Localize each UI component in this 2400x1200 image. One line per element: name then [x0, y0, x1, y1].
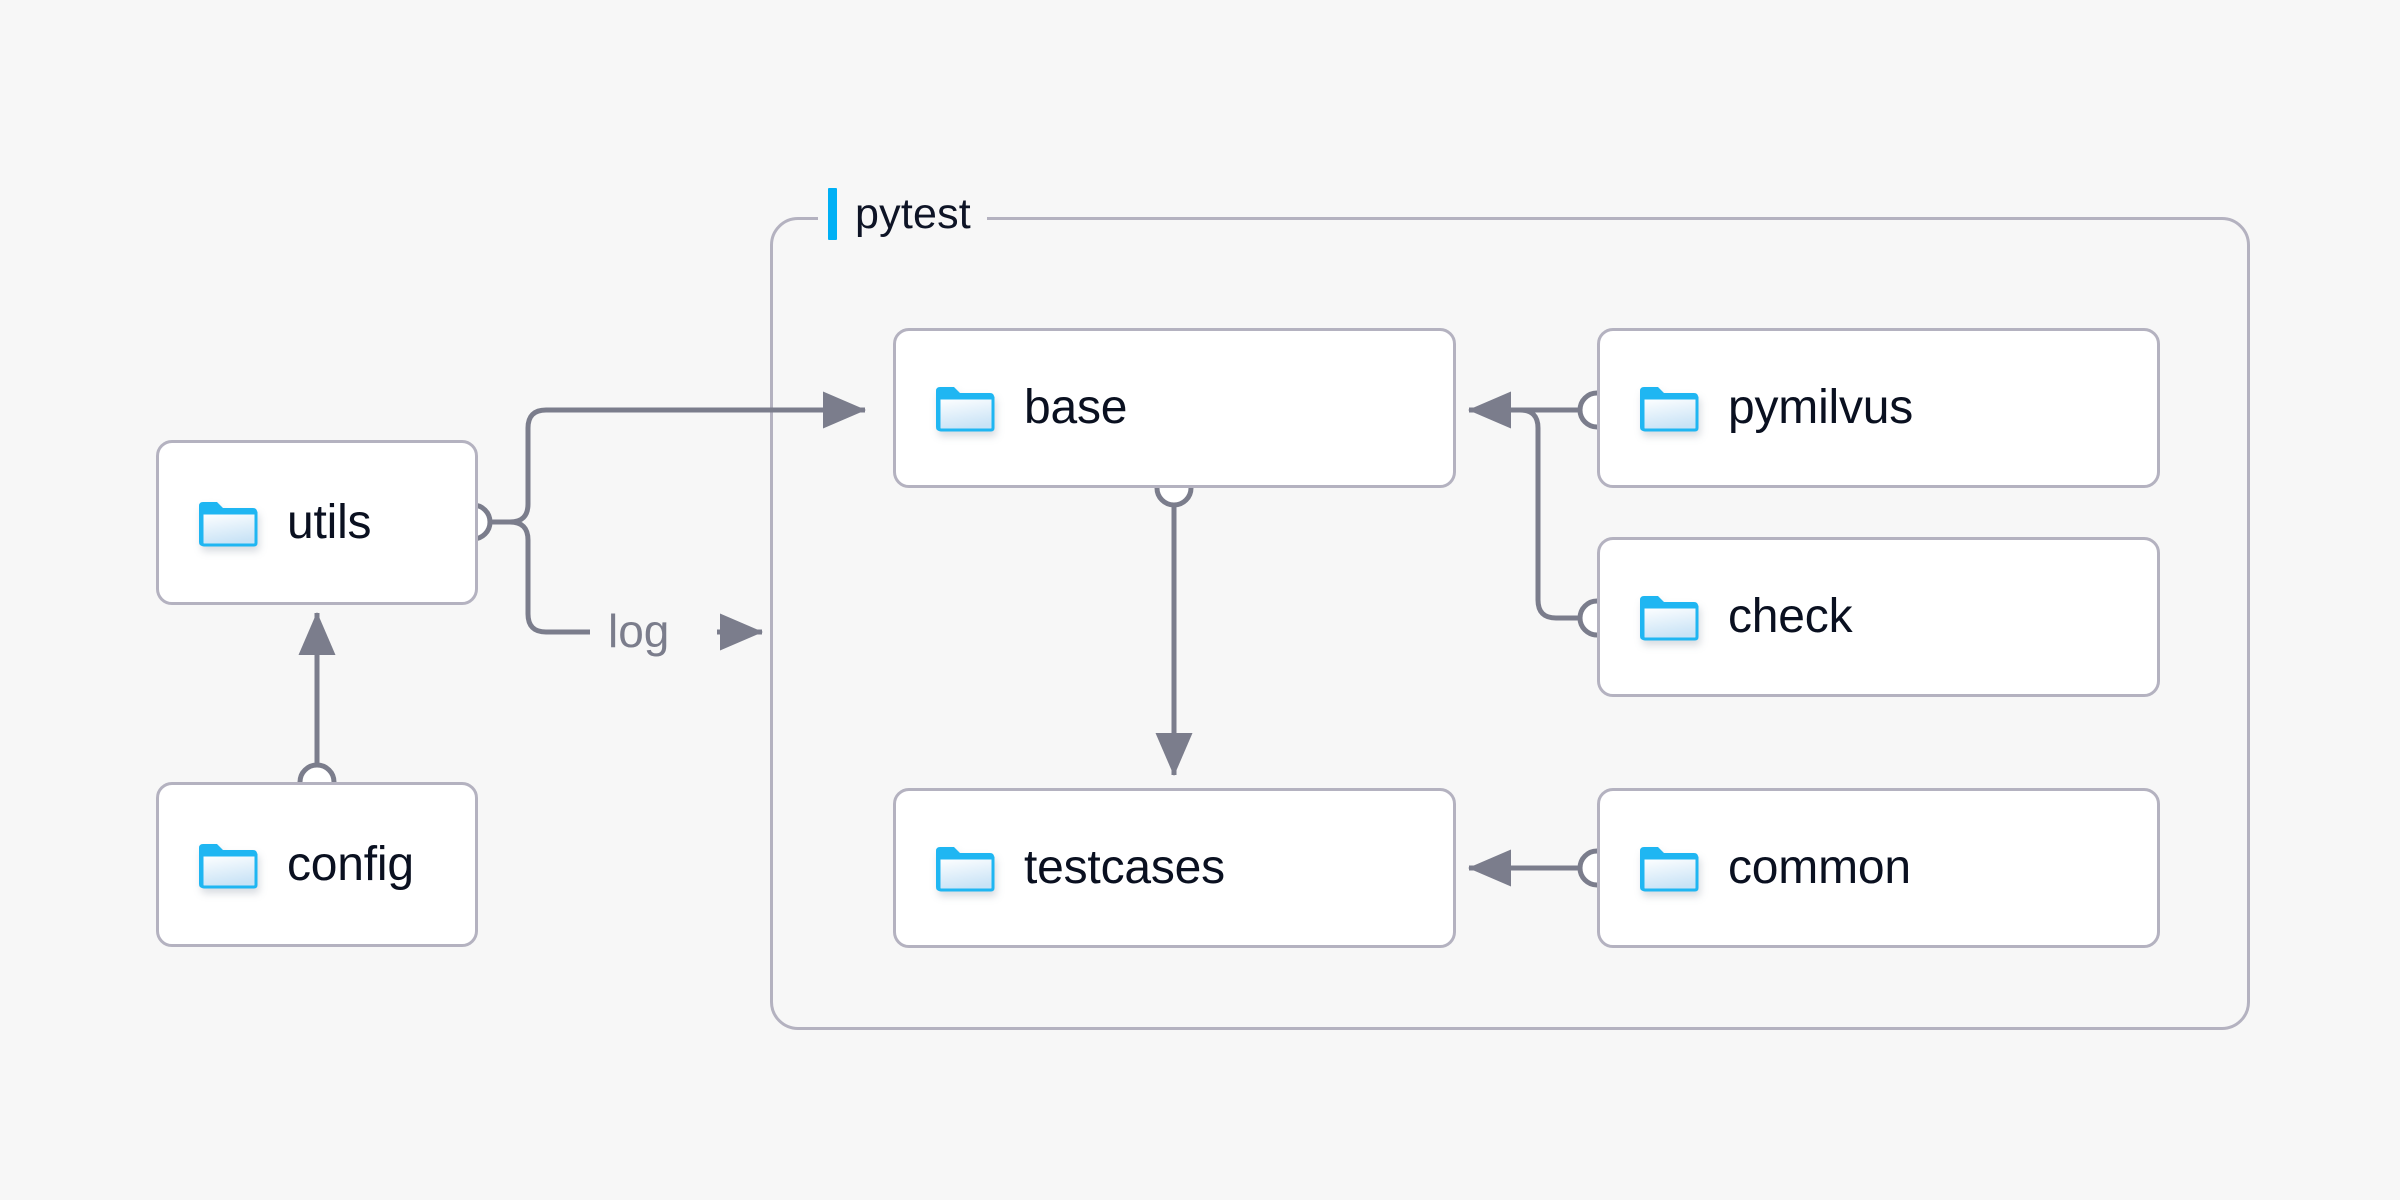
edge-config-to-utils	[297, 611, 337, 802]
folder-icon	[197, 840, 259, 890]
group-accent-bar	[828, 188, 837, 240]
pytest-group-container	[770, 217, 2250, 1030]
folder-icon	[1638, 592, 1700, 642]
folder-icon	[1638, 383, 1700, 433]
node-label: common	[1728, 841, 1911, 894]
group-label-text: pytest	[855, 189, 971, 238]
node-base[interactable]: base	[893, 328, 1456, 488]
node-label: pymilvus	[1728, 381, 1914, 434]
edge-utils-to-log	[509, 519, 590, 635]
folder-icon	[934, 843, 996, 893]
node-label: utils	[287, 495, 372, 549]
node-check[interactable]: check	[1597, 537, 2160, 697]
node-label: base	[1024, 381, 1128, 434]
node-config[interactable]: config	[156, 782, 478, 947]
node-common[interactable]: common	[1597, 788, 2160, 948]
node-testcases[interactable]: testcases	[893, 788, 1456, 948]
node-label: config	[287, 837, 414, 891]
edge-label-log: log	[608, 608, 669, 654]
node-utils[interactable]: utils	[156, 440, 478, 605]
pytest-group-label: pytest	[818, 186, 987, 242]
folder-icon	[934, 383, 996, 433]
node-pymilvus[interactable]: pymilvus	[1597, 328, 2160, 488]
node-label: testcases	[1024, 841, 1225, 894]
folder-icon	[197, 498, 259, 548]
edge-label-log-text: log	[608, 605, 670, 657]
node-label: check	[1728, 590, 1853, 643]
folder-icon	[1638, 843, 1700, 893]
